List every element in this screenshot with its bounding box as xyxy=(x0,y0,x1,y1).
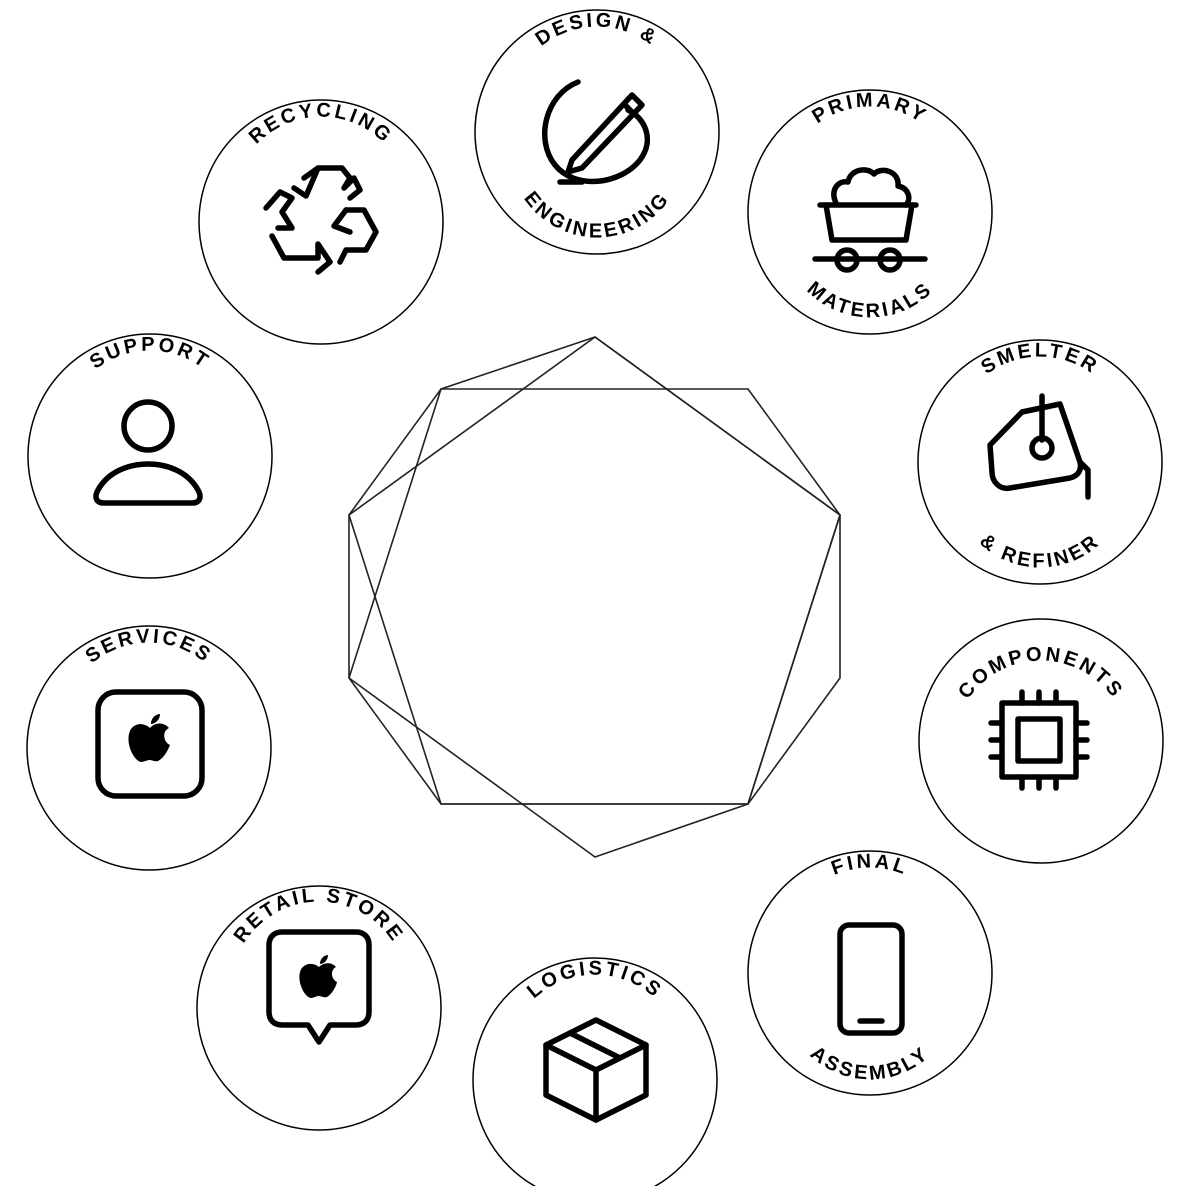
center-polygons xyxy=(348,336,841,858)
center-hexagon xyxy=(348,388,841,805)
recycle-icon xyxy=(263,165,379,275)
stage-services[interactable]: SERVICES xyxy=(26,625,272,871)
phone-icon xyxy=(837,922,905,1036)
pencil-loop-icon xyxy=(541,79,651,185)
chip-icon xyxy=(988,689,1090,791)
box-icon xyxy=(543,1017,649,1123)
stage-retail-store[interactable]: RETAIL STORE xyxy=(196,884,442,1131)
stage-support[interactable]: SUPPORT xyxy=(27,333,273,579)
stage-components[interactable]: COMPONENTS xyxy=(918,618,1164,864)
stage-logistics[interactable]: LOGISTICS xyxy=(472,957,718,1186)
apple-services-icon xyxy=(95,689,205,799)
stage-smelter-refiner[interactable]: SMELTER & REFINER xyxy=(917,339,1163,585)
stage-recycling[interactable]: RECYCLING xyxy=(198,99,444,345)
stage-final-assembly[interactable]: FINAL ASSEMBLY xyxy=(747,850,993,1096)
stage-design-engineering[interactable]: DESIGN & ENGINEERING xyxy=(474,9,720,255)
crucible-icon xyxy=(987,393,1091,500)
stage-primary-materials[interactable]: PRIMARY MATERIALS xyxy=(747,89,993,335)
person-icon xyxy=(93,399,203,506)
center-pentagon xyxy=(348,336,841,858)
mine-cart-icon xyxy=(812,167,928,273)
center-star-frame xyxy=(348,336,841,805)
store-bubble-icon xyxy=(266,929,372,1045)
